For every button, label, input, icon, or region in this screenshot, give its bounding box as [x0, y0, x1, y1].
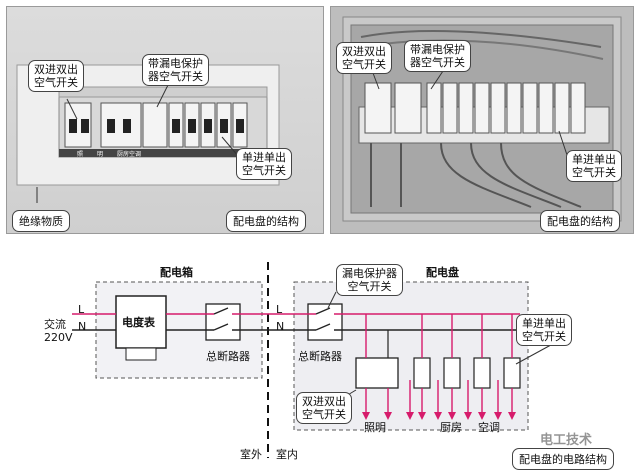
photo-distribution-panel-open [330, 6, 634, 234]
callout-double-breaker-right: 双进双出 空气开关 [336, 42, 392, 74]
ac-label: 交流 [44, 318, 66, 331]
panel-front-drawing: 照 明 厨房空调 [16, 64, 280, 203]
line-N-left: N [78, 320, 87, 333]
caption-right-photo: 配电盘的结构 [540, 210, 620, 232]
indoor-label: 室内 [276, 448, 298, 461]
line-N-right: N [276, 320, 285, 333]
panel-open-drawing [342, 16, 622, 222]
label-insulation: 绝缘物质 [12, 210, 70, 232]
watermark: 电工技术 [540, 433, 593, 448]
circuit-diagram [72, 262, 561, 458]
outgoing-circuits [365, 380, 513, 414]
main-breaker-label-left: 总断路器 [206, 350, 250, 363]
circuit-label-lighting: 照明 [364, 421, 386, 434]
caption-left-photo: 配电盘的结构 [226, 210, 306, 232]
panel-mark-2: 明 [97, 151, 103, 158]
photo-distribution-panel-front: 照 明 厨房空调 [6, 6, 324, 234]
outdoor-label: 室外 [240, 448, 262, 461]
single-breakers [413, 357, 521, 389]
meter-box-title: 配电箱 [160, 266, 193, 279]
panel-title: 配电盘 [426, 266, 459, 279]
line-L-left: L [78, 303, 85, 316]
double-breaker [355, 357, 399, 389]
caption-diagram: 配电盘的电路结构 [512, 448, 614, 470]
main-breaker-left [205, 303, 241, 341]
line-L-right: L [276, 303, 283, 316]
main-breaker-right [307, 303, 343, 341]
panel-mark-1: 照 [77, 151, 83, 158]
callout-double-breaker-left: 双进双出 空气开关 [28, 60, 84, 92]
voltage-label: 220V [44, 331, 73, 344]
breaker-row-open [364, 82, 586, 134]
panel-mark-3: 厨房空调 [117, 150, 141, 158]
energy-meter [115, 295, 167, 349]
callout-single-diagram: 单进单出 空气开关 [516, 314, 572, 346]
feeder-live [365, 314, 513, 358]
callout-leakage-breaker-right: 带漏电保护 器空气开关 [404, 40, 471, 72]
main-breaker-label-right: 总断路器 [298, 350, 342, 363]
callout-double-diagram: 双进双出 空气开关 [296, 392, 352, 424]
callout-single-breaker-right: 单进单出 空气开关 [566, 150, 622, 182]
breaker-row [64, 102, 248, 148]
circuit-label-kitchen: 厨房 [440, 421, 462, 434]
callout-leakage-diagram: 漏电保护器 空气开关 [336, 264, 403, 296]
callout-leakage-breaker-left: 带漏电保护 器空气开关 [142, 54, 209, 86]
callout-single-breaker-left: 单进单出 空气开关 [236, 148, 292, 180]
circuit-label-ac: 空调 [478, 421, 500, 434]
energy-meter-label: 电度表 [122, 316, 155, 329]
